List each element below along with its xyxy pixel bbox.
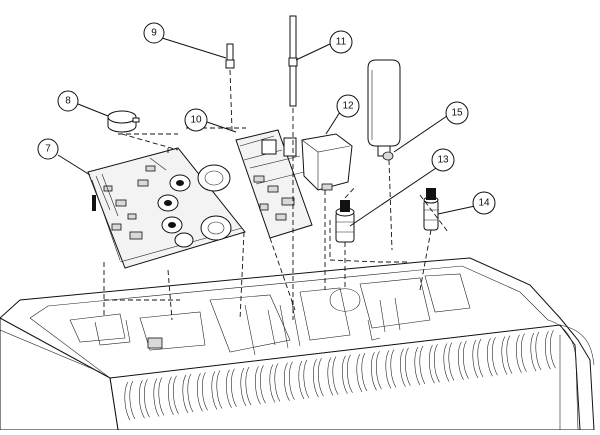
- grille-slots: [124, 330, 556, 421]
- grille-slot-edge: [245, 366, 252, 406]
- grille-slot-edge: [521, 333, 527, 372]
- grille-slot-edge: [144, 379, 150, 418]
- grille-slot: [139, 380, 145, 419]
- assembly-lines: [103, 69, 449, 321]
- grille-slot: [371, 352, 377, 391]
- grille-slot: [168, 376, 174, 415]
- grille-slot-edge: [202, 372, 208, 411]
- grille-slot: [458, 341, 464, 380]
- callout-circle-13: 13: [431, 148, 455, 172]
- main-circuit-board: [87, 147, 246, 269]
- grille-slot-edge: [376, 351, 382, 390]
- grille-slot-edge: [463, 340, 469, 379]
- grille-slot-edge: [361, 352, 368, 392]
- callout-circle-15: 15: [445, 101, 469, 125]
- long-probe: [288, 15, 298, 107]
- svg-text:14: 14: [478, 198, 490, 209]
- grille-slot-edge: [158, 377, 165, 416]
- grille-slot-edge: [492, 337, 498, 376]
- grille-slot: [342, 355, 348, 394]
- grille-slot-edge: [173, 375, 179, 414]
- callout-circle-9: 9: [143, 22, 165, 44]
- grille-slot-edge: [419, 345, 426, 385]
- short-probe: [225, 43, 235, 69]
- grille-slot-edge: [405, 347, 411, 386]
- grille-slot-edge: [289, 361, 295, 400]
- grille-slot: [284, 362, 290, 401]
- grille-slot: [211, 371, 218, 410]
- grille-slot-edge: [506, 335, 513, 374]
- grille-slot-edge: [318, 358, 324, 397]
- grille-slot-edge: [216, 370, 223, 409]
- grille-slot-edge: [187, 373, 194, 413]
- viewing-panel: [367, 59, 401, 161]
- grille-slot: [472, 339, 479, 379]
- control-circuit-board: [235, 129, 313, 239]
- grille-slot: [124, 381, 131, 421]
- callout-circle-14: 14: [472, 191, 496, 215]
- transformer-block: [301, 133, 353, 191]
- grille-slot: [487, 338, 493, 377]
- svg-text:12: 12: [342, 101, 354, 112]
- grille-slot: [197, 373, 203, 412]
- grille-slot: [429, 345, 435, 384]
- grille-slot-edge: [332, 356, 339, 395]
- callout-leaders: [57, 37, 476, 227]
- grille-slot: [400, 348, 406, 387]
- callout-circle-11: 11: [329, 30, 353, 54]
- grille-slot: [385, 350, 392, 389]
- grille-slot: [327, 357, 334, 396]
- svg-text:15: 15: [451, 108, 463, 119]
- small-connector: [423, 188, 439, 231]
- grille-slot: [501, 336, 508, 375]
- grille-slot: [226, 369, 232, 408]
- grille-slot: [182, 374, 189, 414]
- grille-slot: [414, 346, 421, 386]
- grille-slot-edge: [347, 354, 353, 393]
- grille-slot: [516, 334, 522, 373]
- grille-slot-edge: [129, 380, 136, 420]
- grille-slot: [255, 366, 261, 405]
- grille-slot-edge: [448, 342, 455, 381]
- svg-text:7: 7: [45, 144, 51, 155]
- grille-slot-edge: [434, 344, 440, 383]
- grille-slot: [240, 367, 247, 407]
- grille-slot: [153, 378, 160, 417]
- svg-text:11: 11: [336, 37, 347, 48]
- grille-slot-edge: [260, 365, 266, 404]
- grille-slot-edge: [303, 359, 310, 399]
- grille-slot: [530, 332, 537, 372]
- grille-slot-edge: [535, 331, 542, 371]
- svg-text:10: 10: [190, 115, 202, 126]
- callout-circle-12: 12: [336, 94, 360, 118]
- svg-text:9: 9: [151, 28, 157, 39]
- grille-slot-edge: [231, 368, 237, 407]
- callout-circle-10: 10: [184, 108, 208, 132]
- grille-slot-edge: [550, 330, 556, 369]
- svg-text:8: 8: [65, 96, 71, 107]
- grille-slot: [356, 353, 363, 393]
- grille-slot: [545, 331, 551, 370]
- grille-slot: [313, 359, 319, 398]
- grille-slot: [443, 343, 450, 382]
- grille-slot-edge: [477, 338, 484, 378]
- grille-slot: [269, 364, 276, 403]
- callout-circle-8: 8: [57, 90, 79, 112]
- grille-slot-edge: [390, 349, 397, 388]
- grille-slot: [298, 360, 305, 400]
- connector-fitting: [335, 200, 355, 243]
- buzzer-component: [107, 110, 140, 133]
- grille-slot-edge: [274, 363, 281, 402]
- callout-circle-7: 7: [37, 138, 59, 160]
- housing-chassis: [0, 257, 595, 431]
- svg-text:13: 13: [437, 155, 449, 166]
